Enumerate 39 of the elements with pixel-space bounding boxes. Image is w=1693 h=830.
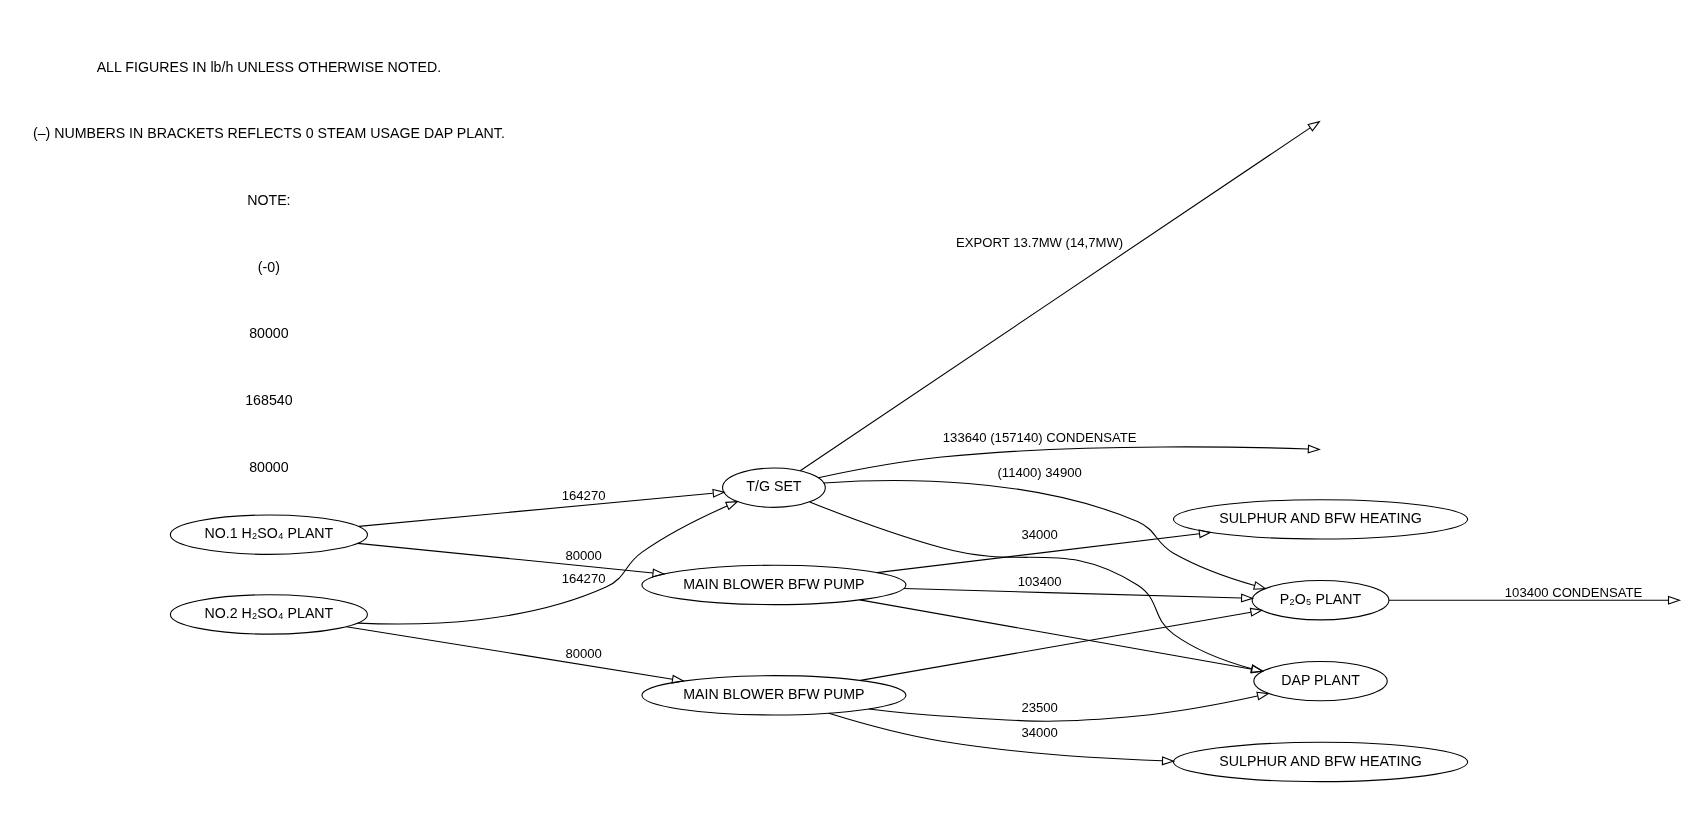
arrow	[859, 607, 1264, 681]
edge-label: 103400 CONDENSATE	[1504, 584, 1643, 600]
arrow	[828, 712, 1176, 766]
edge-label: 164270	[561, 571, 606, 587]
edge-label: 80000	[565, 645, 602, 661]
node-ellipse: MAIN BLOWER BFW PUMP	[641, 564, 907, 606]
edge-label: 103400	[1017, 573, 1062, 589]
node-ellipse: SULPHUR AND BFW HEATING	[1172, 741, 1469, 783]
arrow	[868, 691, 1271, 722]
node-ellipse: NO.2 H₂SO₄ PLANT	[169, 594, 368, 635]
label: NOTE:	[247, 192, 291, 209]
edge-label: 133640 (157140) CONDENSATE	[942, 430, 1137, 446]
arrow	[876, 529, 1212, 574]
arrow	[799, 120, 1321, 472]
arrow	[357, 542, 666, 578]
node-ellipse: T/G SET	[722, 467, 826, 508]
arrow	[358, 488, 726, 527]
arrow	[809, 501, 1264, 673]
edge-label: EXPORT 13.7MW (14,7MW)	[956, 234, 1124, 250]
label: 80000	[249, 458, 289, 475]
arrow	[823, 480, 1267, 590]
arrow	[859, 599, 1265, 674]
label: 168540	[245, 392, 293, 409]
arrow	[1388, 595, 1682, 605]
edge-label: 34000	[1021, 725, 1058, 741]
edge-label: (11400) 34900	[997, 465, 1082, 481]
edge-label: 34000	[1021, 526, 1058, 542]
edge-label: 164270	[561, 488, 606, 504]
arrow	[903, 588, 1255, 603]
arrow	[345, 626, 686, 684]
node-ellipse: NO.1 H₂SO₄ PLANT	[169, 514, 368, 555]
label: 80000	[249, 325, 289, 342]
label: ALL FIGURES IN lb/h UNLESS OTHERWISE NOTED.	[96, 58, 442, 75]
edge-label: 23500	[1021, 700, 1058, 716]
arrow	[817, 444, 1321, 479]
edge-label: 80000	[565, 548, 602, 564]
label: (–) NUMBERS IN BRACKETS REFLECTS 0 STEAM USAGE DAP PLANT.	[32, 125, 505, 142]
arrow	[357, 500, 739, 625]
label: (-0)	[257, 258, 280, 275]
